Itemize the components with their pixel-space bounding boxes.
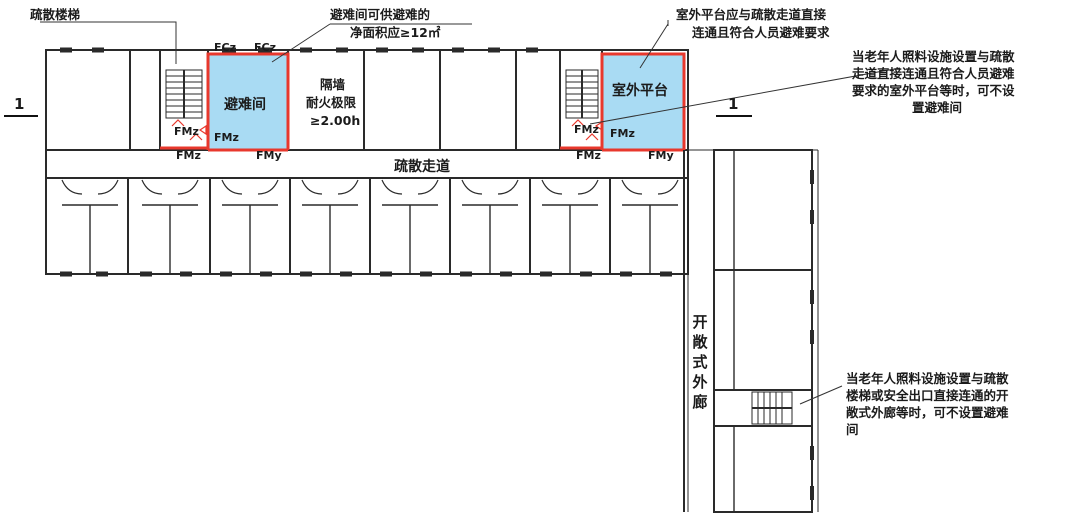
refuge-room-label: 避难间 [224, 97, 266, 113]
fmj-label-2: FMy [648, 149, 674, 162]
open-corridor-label: 开敞式外廊 [692, 313, 708, 411]
fmz-label-5: FMz [610, 127, 635, 140]
right-note-line: 置避难间 [912, 100, 963, 115]
partition-label-2: 耐火极限 [306, 95, 357, 110]
corridor-label: 疏散走道 [394, 159, 450, 175]
fire-door-symbols [171, 119, 603, 141]
section-mark-left: 1 [14, 95, 25, 113]
refuge-area-note-2: 净面积应≥12㎡ [350, 25, 441, 40]
outdoor-note-1: 室外平台应与疏散走道直接 [676, 7, 827, 22]
left-stair [165, 69, 203, 119]
fcz-label-1: FCz [214, 41, 236, 54]
partition-label-3: ≥2.00h [310, 113, 361, 128]
outdoor-note-2: 连通且符合人员避难要求 [692, 25, 830, 40]
fmz-label-6: FMz [576, 149, 601, 162]
fcz-label-2: FCz [254, 41, 276, 54]
bottom-note-line: 楼梯或安全出口直接连通的开 [846, 388, 1009, 403]
fmz-label-1: FMz [174, 125, 199, 138]
bottom-note-line: 敞式外廊等时，可不设置避难 [846, 405, 1009, 420]
horizontal-wing-walls [45, 49, 689, 275]
bottom-note-line: 当老年人照料设施设置与疏散 [846, 371, 1009, 386]
vertical-wing-stair [751, 391, 793, 425]
refuge-area-note-1: 避难间可供避难的 [330, 7, 431, 22]
fmz-label-2: FMz [214, 131, 239, 144]
leader-lines [40, 20, 901, 405]
outdoor-platform-area [602, 54, 684, 150]
door-arcs [61, 179, 679, 195]
right-note-line: 要求的室外平台等时，可不设 [852, 83, 1015, 98]
partition-label-1: 隔墙 [320, 77, 346, 92]
fmz-label-3: FMz [176, 149, 201, 162]
evac-stair-label: 疏散楼梯 [30, 7, 81, 22]
bottom-note: 当老年人照料设施设置与疏散 楼梯或安全出口直接连通的开 敞式外廊等时，可不设置避… [846, 370, 1009, 438]
window-marks-top [60, 47, 672, 277]
right-note-line: 走道直接连通且符合人员避难 [852, 66, 1015, 81]
bottom-note-line: 间 [846, 422, 859, 437]
fire-rated-walls [160, 52, 686, 152]
right-stair [565, 69, 599, 119]
fmz-label-4: FMz [574, 123, 599, 136]
section-mark-right: 1 [728, 95, 739, 113]
vertical-wing-walls [683, 149, 819, 513]
refuge-room-area [208, 54, 288, 150]
fmj-label-1: FMy [256, 149, 282, 162]
right-note: 当老年人照料设施设置与疏散 走道直接连通且符合人员避难 要求的室外平台等时，可不… [852, 48, 1015, 116]
right-note-line: 当老年人照料设施设置与疏散 [852, 49, 1015, 64]
outdoor-platform-label: 室外平台 [612, 83, 668, 99]
